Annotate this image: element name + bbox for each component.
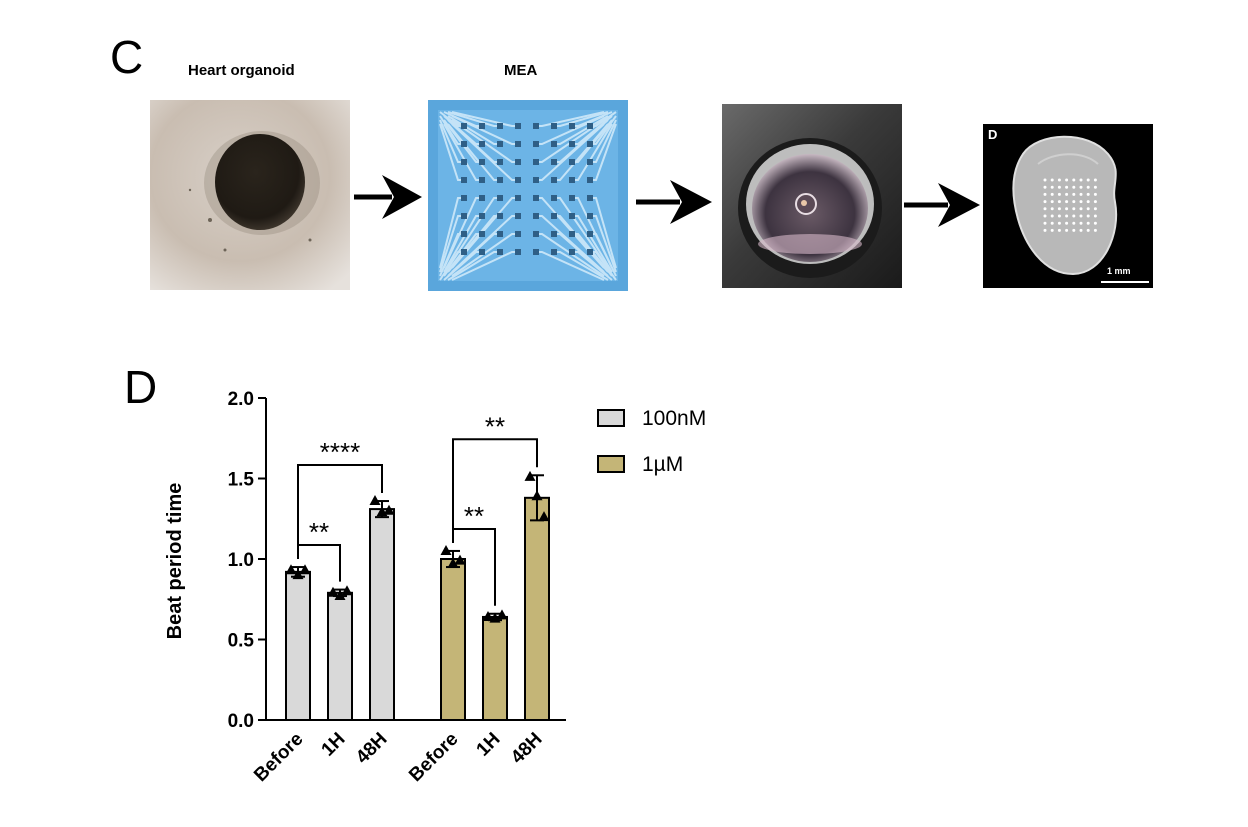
heart-organoid-caption: Heart organoid bbox=[188, 62, 295, 79]
y-tick-label: 2.0 bbox=[228, 389, 254, 410]
significance-label: ** bbox=[464, 501, 484, 531]
inset-letter: D bbox=[988, 127, 998, 142]
data-point bbox=[447, 557, 459, 568]
bar bbox=[327, 591, 353, 721]
y-tick-label: 1.5 bbox=[228, 470, 255, 491]
y-axis-label: Beat period time bbox=[164, 483, 186, 640]
arrow-icon bbox=[904, 183, 980, 227]
data-point bbox=[341, 585, 353, 596]
x-tick-label: Before bbox=[250, 729, 307, 786]
mea-image bbox=[428, 100, 628, 291]
electrode-inset-image: D 1 mm bbox=[983, 124, 1153, 288]
data-point bbox=[327, 586, 339, 597]
bar bbox=[524, 496, 550, 721]
data-point bbox=[489, 612, 501, 623]
significance-label: ** bbox=[309, 517, 329, 547]
mea-caption: MEA bbox=[504, 62, 538, 79]
arrow-icon bbox=[636, 180, 712, 224]
significance-bracket bbox=[452, 438, 538, 543]
significance-bracket bbox=[297, 464, 383, 560]
data-point bbox=[369, 495, 381, 506]
legend-label: 1µM bbox=[642, 453, 683, 476]
data-point bbox=[440, 544, 452, 555]
arrow-icon bbox=[354, 175, 422, 219]
x-tick-label: 1H bbox=[318, 729, 350, 761]
bar bbox=[440, 558, 466, 721]
panel-c-letter: C bbox=[110, 31, 144, 83]
scale-bar-label: 1 mm bbox=[1107, 266, 1131, 276]
bar bbox=[369, 508, 395, 721]
data-point bbox=[383, 504, 395, 515]
x-tick-label: Before bbox=[405, 729, 462, 786]
culture-dish-image bbox=[722, 104, 902, 288]
legend-label: 100nM bbox=[642, 407, 706, 430]
data-point bbox=[531, 490, 543, 501]
y-tick-label: 1.0 bbox=[228, 550, 254, 571]
x-tick-label: 48H bbox=[352, 729, 391, 768]
legend-swatch bbox=[597, 455, 625, 473]
bar bbox=[482, 615, 508, 722]
heart-organoid-image bbox=[150, 100, 350, 290]
panel-d-letter: D bbox=[124, 361, 158, 413]
legend-swatch bbox=[597, 409, 625, 427]
data-point bbox=[299, 564, 311, 575]
y-tick-label: 0.0 bbox=[228, 711, 254, 732]
significance-label: ** bbox=[485, 411, 505, 441]
y-tick-label: 0.5 bbox=[228, 631, 255, 652]
data-point bbox=[496, 609, 508, 620]
data-point bbox=[538, 511, 550, 522]
data-point bbox=[285, 564, 297, 575]
data-point bbox=[334, 590, 346, 601]
data-point bbox=[292, 569, 304, 580]
x-tick-label: 1H bbox=[473, 729, 505, 761]
x-tick-label: 48H bbox=[507, 729, 546, 768]
bar bbox=[285, 570, 311, 721]
significance-label: **** bbox=[320, 437, 360, 467]
data-point bbox=[454, 554, 466, 565]
data-point bbox=[482, 610, 494, 621]
data-point bbox=[524, 470, 536, 481]
